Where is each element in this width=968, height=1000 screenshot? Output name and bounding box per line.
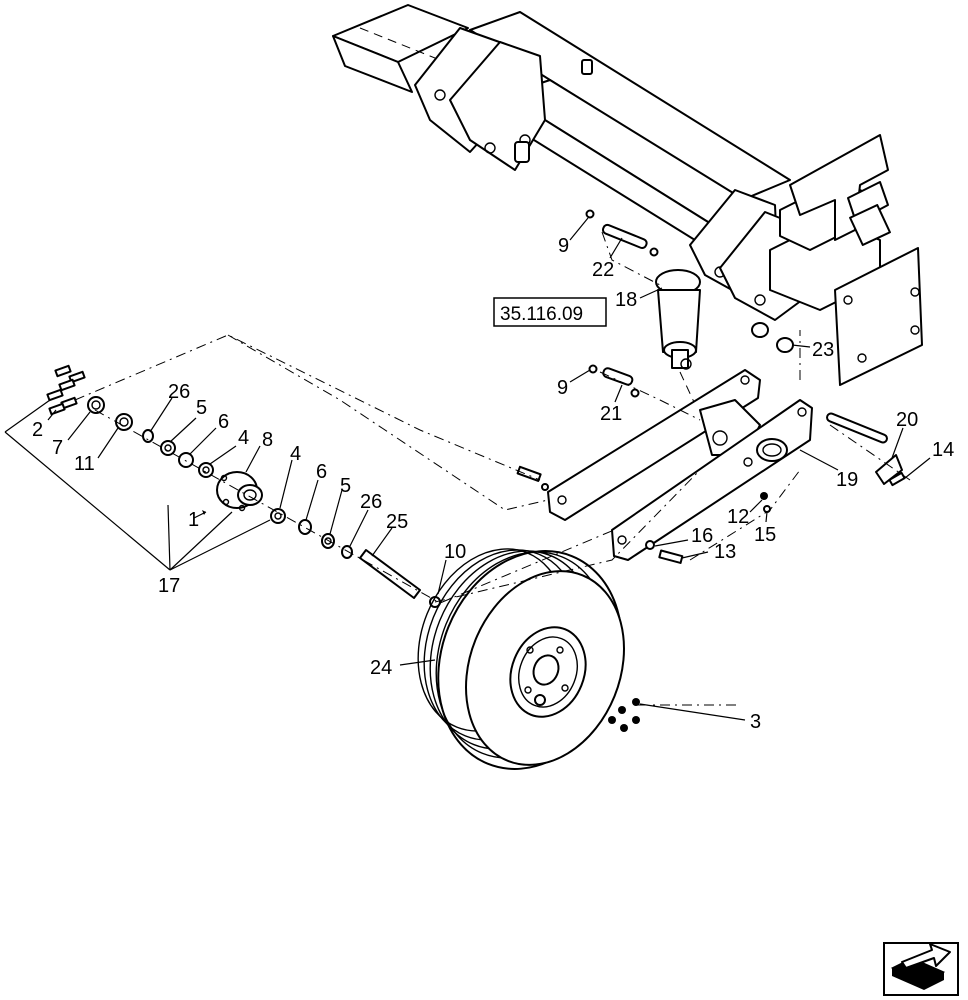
callout-24: 24 xyxy=(370,657,392,679)
wheel-tire xyxy=(417,548,625,770)
callout-labels: 1 2 3 4 4 5 5 6 6 7 8 9 9 10 11 12 13 14… xyxy=(32,235,954,733)
callout-26b: 26 xyxy=(360,491,382,513)
callout-3: 3 xyxy=(750,711,761,733)
callout-4a: 4 xyxy=(238,427,249,449)
main-frame-beam xyxy=(332,4,923,386)
callout-21: 21 xyxy=(600,403,622,425)
callout-19: 19 xyxy=(836,469,858,491)
callout-18: 18 xyxy=(615,289,637,311)
callout-16: 16 xyxy=(691,525,713,547)
callout-4b: 4 xyxy=(290,443,301,465)
lug-nuts xyxy=(608,698,640,732)
callout-15: 15 xyxy=(754,524,776,546)
callout-14: 14 xyxy=(932,439,954,461)
section-reference-label[interactable]: 35.116.09 xyxy=(500,304,583,325)
callout-9a: 9 xyxy=(558,235,569,257)
callout-25: 25 xyxy=(386,511,408,533)
callout-13: 13 xyxy=(714,541,736,563)
callout-17: 17 xyxy=(158,575,180,597)
callout-22: 22 xyxy=(592,259,614,281)
callout-5a: 5 xyxy=(196,397,207,419)
wheel-arm-assembly xyxy=(547,369,813,561)
callout-20: 20 xyxy=(896,409,918,431)
callout-11: 11 xyxy=(74,453,95,475)
leader-lines xyxy=(4,217,931,721)
callout-6b: 6 xyxy=(316,461,327,483)
callout-8: 8 xyxy=(262,429,273,451)
callout-9b: 9 xyxy=(557,377,568,399)
next-page-arrow-icon[interactable] xyxy=(883,942,959,996)
callout-7: 7 xyxy=(52,437,63,459)
assembly-center-lines xyxy=(74,231,911,706)
upper-pin-hardware xyxy=(585,209,794,398)
arm-hardware xyxy=(516,412,906,564)
section-reference-box[interactable]: 35.116.09 xyxy=(493,297,607,327)
hydraulic-cylinder xyxy=(655,269,701,416)
callout-10: 10 xyxy=(444,541,466,563)
callout-23: 23 xyxy=(812,339,834,361)
callout-5b: 5 xyxy=(340,475,351,497)
callout-12: 12 xyxy=(727,506,749,528)
callout-26a: 26 xyxy=(168,381,190,403)
callout-2: 2 xyxy=(32,419,43,441)
callout-1: 1 xyxy=(188,509,199,531)
callout-6a: 6 xyxy=(218,411,229,433)
hub-assembly xyxy=(46,364,441,608)
